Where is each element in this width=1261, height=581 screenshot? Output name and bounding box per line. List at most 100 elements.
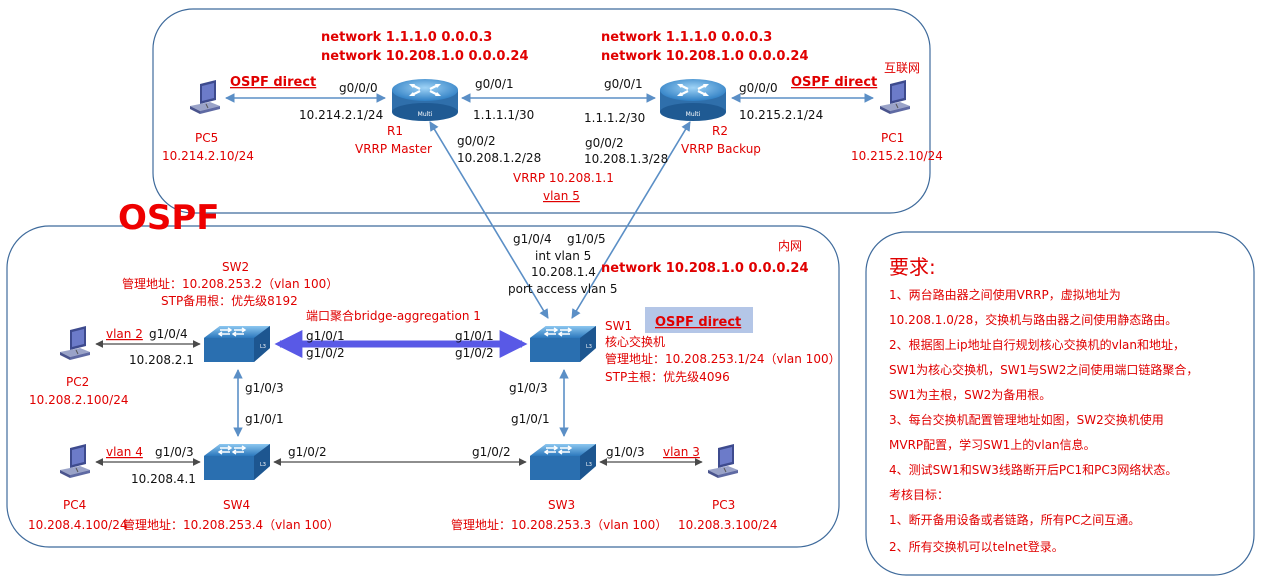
sw2-stp: STP备用根：优先级8192 <box>161 294 298 308</box>
r1-port-right: g0/0/1 <box>475 77 514 91</box>
sw3-up-port: g1/0/1 <box>511 412 550 426</box>
sw2-pc-port: g1/0/4 <box>149 327 188 341</box>
ospf-direct-pc5: OSPF direct <box>230 75 316 90</box>
requirements-line-8: 4、测试SW1和SW3线路断开后PC1和PC3网络状态。 <box>889 462 1177 477</box>
r1-ip-right: 1.1.1.1/30 <box>473 108 534 122</box>
r1-name: R1 <box>387 124 403 138</box>
r2-role: VRRP Backup <box>681 142 761 156</box>
sw1-uplink-port-2: g1/0/5 <box>567 232 606 246</box>
sw1-stp: STP主根：优先级4096 <box>605 370 730 384</box>
pc1-name: PC1 <box>881 131 904 145</box>
pc4-vlan: vlan 4 <box>106 445 143 459</box>
ospf-direct-sw1: OSPF direct <box>655 315 741 330</box>
lan-zone-box <box>6 225 840 548</box>
vrrp-address: VRRP 10.208.1.1 <box>513 171 614 185</box>
requirements-line-3: 2、根据图上ip地址自行规划核心交换机的vlan和地址， <box>889 337 1185 352</box>
sw4-right-port: g1/0/2 <box>288 445 327 459</box>
pc3-ip: 10.208.3.100/24 <box>678 518 777 532</box>
switch-sw2-icon <box>203 325 271 363</box>
sw1-uplink-port-1: g1/0/4 <box>513 232 552 246</box>
r1-port-left: g0/0/0 <box>339 81 378 95</box>
sw1-vlanif: int vlan 5 <box>535 249 591 263</box>
sw4-vlanif-ip: 10.208.4.1 <box>131 472 196 486</box>
pc1-ip: 10.215.2.10/24 <box>851 149 943 163</box>
vrrp-vlan: vlan 5 <box>543 189 580 203</box>
requirements-line-7: MVRP配置，学习SW1上的vlan信息。 <box>889 437 1096 452</box>
requirements-line-4: SW1为核心交换机，SW1与SW2之间使用端口链路聚合， <box>889 362 1198 377</box>
switch-sw1-icon <box>529 325 597 363</box>
r2-ip-left: 1.1.1.2/30 <box>584 111 645 125</box>
pc5-icon <box>189 80 221 115</box>
lan-label: 内网 <box>778 239 802 253</box>
sw2-name: SW2 <box>222 260 249 274</box>
pc2-icon <box>59 326 91 361</box>
sw1-network: network 10.208.1.0 0.0.0.24 <box>601 261 809 276</box>
r2-ip-right: 10.215.2.1/24 <box>739 108 823 122</box>
requirements-line-10: 1、断开备用设备或者链路，所有PC之间互通。 <box>889 512 1140 527</box>
sw4-pc-port: g1/0/3 <box>155 445 194 459</box>
pc2-ip: 10.208.2.100/24 <box>29 393 128 407</box>
r2-port-right: g0/0/0 <box>739 81 778 95</box>
ospf-direct-sw1-box <box>645 307 753 333</box>
sw1-vlanif-ip: 10.208.1.4 <box>531 265 596 279</box>
r2-port-left: g0/0/1 <box>604 77 643 91</box>
sw4-name: SW4 <box>223 498 250 512</box>
router-r2-icon <box>658 77 728 122</box>
sw2-down-port: g1/0/3 <box>245 381 284 395</box>
requirements-title: 要求: <box>889 255 936 279</box>
pc5-name: PC5 <box>195 131 218 145</box>
r2-name: R2 <box>712 124 728 138</box>
requirements-line-5: SW1为主根，SW2为备用根。 <box>889 388 1051 402</box>
sw2-agg-port-1: g1/0/1 <box>306 329 345 343</box>
sw1-agg-port-2: g1/0/2 <box>455 346 494 360</box>
r2-network-1: network 1.1.1.0 0.0.0.3 <box>601 30 772 45</box>
pc5-ip: 10.214.2.10/24 <box>162 149 254 163</box>
r1-network-2: network 10.208.1.0 0.0.0.24 <box>321 49 529 64</box>
pc3-icon <box>707 444 739 479</box>
sw1-agg-port-1: g1/0/1 <box>455 329 494 343</box>
link-r1-sw1 <box>429 121 549 319</box>
requirements-line-1: 1、两台路由器之间使用VRRP，虚拟地址为 <box>889 287 1121 302</box>
r1-role: VRRP Master <box>355 142 432 156</box>
pc4-icon <box>59 444 91 479</box>
sw1-port-access: port access vlan 5 <box>508 282 618 296</box>
sw1-down-port: g1/0/3 <box>509 381 548 395</box>
ospf-title: OSPF <box>118 198 220 238</box>
requirements-line-11: 2、所有交换机可以telnet登录。 <box>889 539 1064 554</box>
r1-ip-down: 10.208.1.2/28 <box>457 151 541 165</box>
sw4-up-port: g1/0/1 <box>245 412 284 426</box>
r1-port-down: g0/0/2 <box>457 134 496 148</box>
sw2-vlanif-ip: 10.208.2.1 <box>129 353 194 367</box>
r2-network-2: network 10.208.1.0 0.0.0.24 <box>601 49 809 64</box>
link-r2-sw1 <box>571 121 691 319</box>
requirements-box <box>865 231 1255 576</box>
sw1-role: 核心交换机 <box>605 334 665 349</box>
pc3-vlan: vlan 3 <box>663 445 700 459</box>
sw3-left-port: g1/0/2 <box>472 445 511 459</box>
sw3-pc-port: g1/0/3 <box>606 445 645 459</box>
sw3-mgmt: 管理地址：10.208.253.3（vlan 100） <box>451 517 667 532</box>
pc4-ip: 10.208.4.100/24 <box>28 518 127 532</box>
pc3-name: PC3 <box>712 498 735 512</box>
switch-sw3-icon <box>529 443 597 481</box>
r2-ip-down: 10.208.1.3/28 <box>584 152 668 166</box>
ospf-direct-pc1: OSPF direct <box>791 75 877 90</box>
r1-ip-left: 10.214.2.1/24 <box>299 108 383 122</box>
pc1-icon <box>879 80 911 115</box>
requirements-line-2: 10.208.1.0/28，交换机与路由器之间使用静态路由。 <box>889 312 1177 327</box>
router-r1-icon <box>390 77 460 122</box>
pc2-name: PC2 <box>66 375 89 389</box>
requirements-line-9: 考核目标： <box>889 488 949 502</box>
sw1-name: SW1 <box>605 319 632 333</box>
sw2-mgmt: 管理地址：10.208.253.2（vlan 100） <box>122 276 338 291</box>
r2-port-down: g0/0/2 <box>585 136 624 150</box>
sw3-name: SW3 <box>548 498 575 512</box>
sw1-mgmt: 管理地址：10.208.253.1/24（vlan 100） <box>605 351 841 366</box>
pc2-vlan: vlan 2 <box>106 327 143 341</box>
pc4-name: PC4 <box>63 498 86 512</box>
internet-label: 互联网 <box>884 61 920 75</box>
requirements-line-6: 3、每台交换机配置管理地址如图，SW2交换机使用 <box>889 412 1164 427</box>
aggregation-label: 端口聚合bridge-aggregation 1 <box>306 308 481 323</box>
